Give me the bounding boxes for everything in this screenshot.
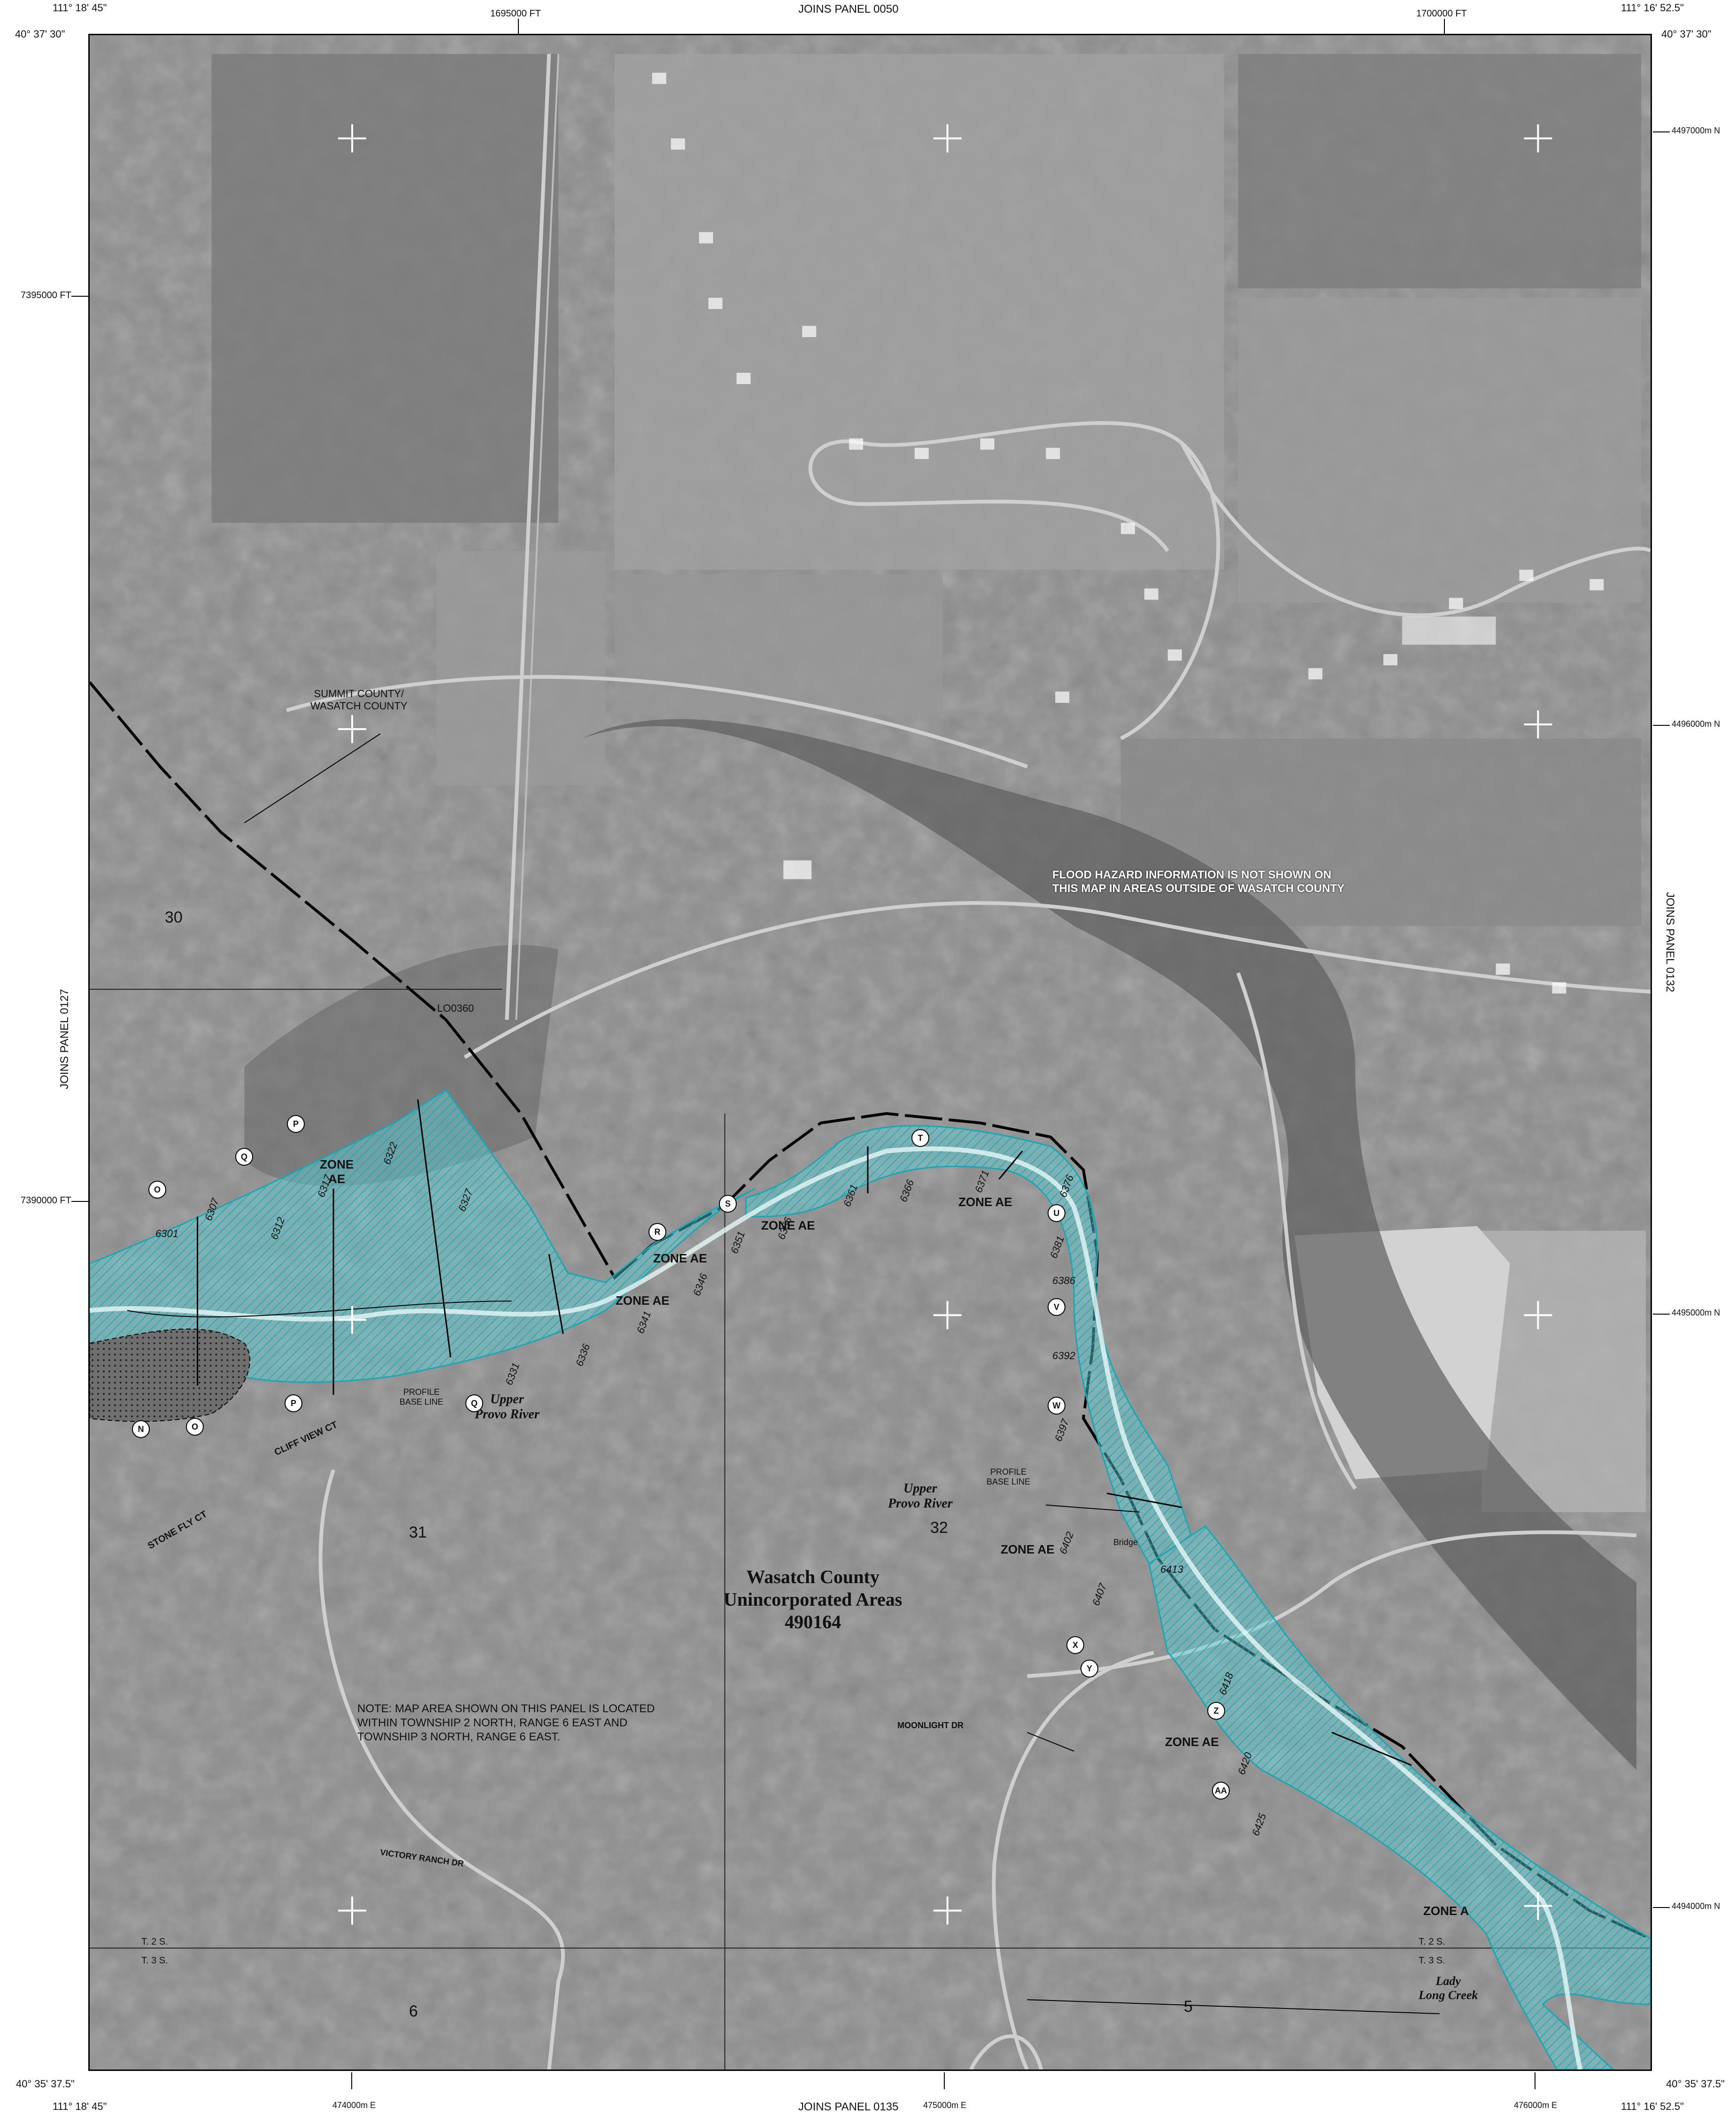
grid-tick-top-1: 1695000 FT [490,8,541,19]
corner-bottom-right-lat: 40° 35' 37.5" [1666,2078,1725,2090]
grid-tick-bottom-2: 475000m E [923,2101,967,2110]
township-label: T. 2 S. [1419,1937,1445,1947]
creek-label: Lady Long Creek [1419,1974,1478,2002]
cross-section-marker[interactable]: T [911,1129,929,1147]
grid-tick-mark [1653,131,1670,132]
elevation-label: 6386 [1052,1275,1075,1286]
zone-ae-label-stacked: ZONE AE [320,1157,354,1186]
houses [652,72,1604,994]
grid-tick-top-2: 1700000 FT [1416,8,1467,19]
township-label: T. 3 S. [1419,1955,1445,1966]
county-line-label: SUMMIT COUNTY/ WASATCH COUNTY [310,688,408,712]
farm-fields [211,54,1646,1512]
cross-section-marker[interactable]: O [148,1181,166,1199]
cross-section-marker[interactable]: R [648,1223,666,1241]
cross-section-marker[interactable]: P [287,1115,305,1133]
community-name: Wasatch County Unincorporated Areas 4901… [724,1566,903,1632]
grid-tick-right-3: 4495000m N [1672,1308,1721,1317]
grid-tick-mark [1653,1907,1670,1908]
corner-bottom-left-lat: 40° 35' 37.5" [16,2078,75,2090]
river-label: Upper Provo River [475,1392,540,1422]
grid-tick-mark [351,2072,352,2089]
section-number-30: 30 [165,908,183,926]
river-label: Upper Provo River [888,1481,953,1511]
section-number-32: 32 [930,1519,948,1537]
cross-section-marker[interactable]: V [1048,1298,1065,1316]
elevation-label: 6301 [155,1228,178,1239]
grid-tick-mark [944,2072,945,2089]
grid-tick-left-2: 7390000 FT [21,1195,71,1206]
edge-left-join: JOINS PANEL 0127 [58,989,71,1089]
cross-section-marker[interactable]: Q [465,1394,483,1412]
corner-bottom-right-lon: 111° 16' 52.5" [1621,2101,1684,2112]
river-channel [90,1146,1583,2070]
roads [286,54,1651,2070]
cross-section-marker[interactable]: Q [235,1148,253,1166]
section-number-6: 6 [409,2002,418,2020]
corner-top-left-lon: 111° 18' 45" [53,2,107,14]
corner-top-left-lat: 40° 37' 30" [15,28,65,40]
shaded-zone-x [90,1328,250,1422]
corner-top-right-lon: 111° 16' 52.5" [1621,2,1684,14]
zone-ae-label: ZONE AE [958,1195,1012,1209]
elevation-label: 6413 [1160,1563,1183,1575]
profile-base-line-label: PROFILE BASE LINE [400,1387,444,1407]
survey-crosses [338,124,1552,1925]
leader-lines [244,733,1440,2015]
profile-base-lines [127,1300,1140,1513]
grid-tick-bottom-3: 476000m E [1514,2101,1558,2110]
elevation-label: 6392 [1052,1350,1075,1362]
grid-tick-right-4: 4494000m N [1672,1901,1721,1911]
cross-section-marker[interactable]: U [1048,1204,1065,1222]
cross-section-lines [197,1099,1412,1766]
road-label-moonlight-dr: MOONLIGHT DR [897,1721,964,1730]
forest [582,719,1637,1770]
zone-ae-label: ZONE AE [653,1251,707,1265]
township-label: T. 3 S. [141,1955,168,1966]
grid-tick-bottom-1: 474000m E [332,2101,376,2110]
edge-right-join: JOINS PANEL 0132 [1664,892,1676,993]
grid-tick-left-1: 7395000 FT [21,290,71,300]
edge-top-join: JOINS PANEL 0050 [798,3,899,15]
profile-base-line-label: PROFILE BASE LINE [987,1467,1031,1486]
grid-tick-right-1: 4497000m N [1672,126,1721,135]
grid-tick-mark [71,296,88,297]
township-note: NOTE: MAP AREA SHOWN ON THIS PANEL IS LO… [357,1702,655,1743]
flood-hazard-note: FLOOD HAZARD INFORMATION IS NOT SHOWN ON… [1052,869,1345,895]
corner-bottom-left-lon: 111° 18' 45" [53,2101,107,2112]
edge-bottom-join: JOINS PANEL 0135 [798,2101,899,2113]
map-panel[interactable]: SUMMIT COUNTY/ WASATCH COUNTY FLOOD HAZA… [88,34,1652,2071]
forest [244,945,559,1186]
zone-ae-label: ZONE AE [761,1218,815,1232]
corner-top-right-lat: 40° 37' 30" [1661,28,1712,40]
cross-section-marker[interactable]: Z [1207,1702,1225,1720]
lo-label: LO0360 [437,1002,474,1014]
grid-tick-mark [1653,725,1670,726]
section-number-31: 31 [409,1524,427,1541]
cross-section-marker[interactable]: W [1048,1397,1065,1415]
grid-tick-mark [518,19,519,36]
zone-ae-label: ZONE AE [1165,1735,1219,1749]
cross-section-marker[interactable]: AA [1212,1782,1230,1800]
grid-tick-mark [71,1201,88,1202]
cross-section-marker[interactable]: Y [1080,1660,1098,1677]
map-imagery [90,35,1651,2070]
cross-section-marker[interactable]: P [285,1394,302,1412]
cross-section-marker[interactable]: S [719,1195,737,1213]
zone-ae-label: ZONE AE [616,1293,670,1308]
bridge-label: Bridge [1113,1538,1138,1547]
cross-section-marker[interactable]: X [1066,1636,1084,1654]
township-label: T. 2 S. [141,1937,168,1947]
cross-section-marker[interactable]: O [186,1418,204,1436]
section-lines [90,989,1651,2070]
grid-tick-mark [1653,1314,1670,1315]
zone-a-label: ZONE A [1423,1904,1469,1918]
zone-ae-label: ZONE AE [1001,1542,1055,1556]
grid-tick-mark [1444,19,1445,36]
cross-section-marker[interactable]: N [132,1420,150,1438]
grid-tick-right-2: 4496000m N [1672,719,1721,729]
section-number-5: 5 [1184,1998,1193,2016]
county-boundary [90,681,1651,1940]
